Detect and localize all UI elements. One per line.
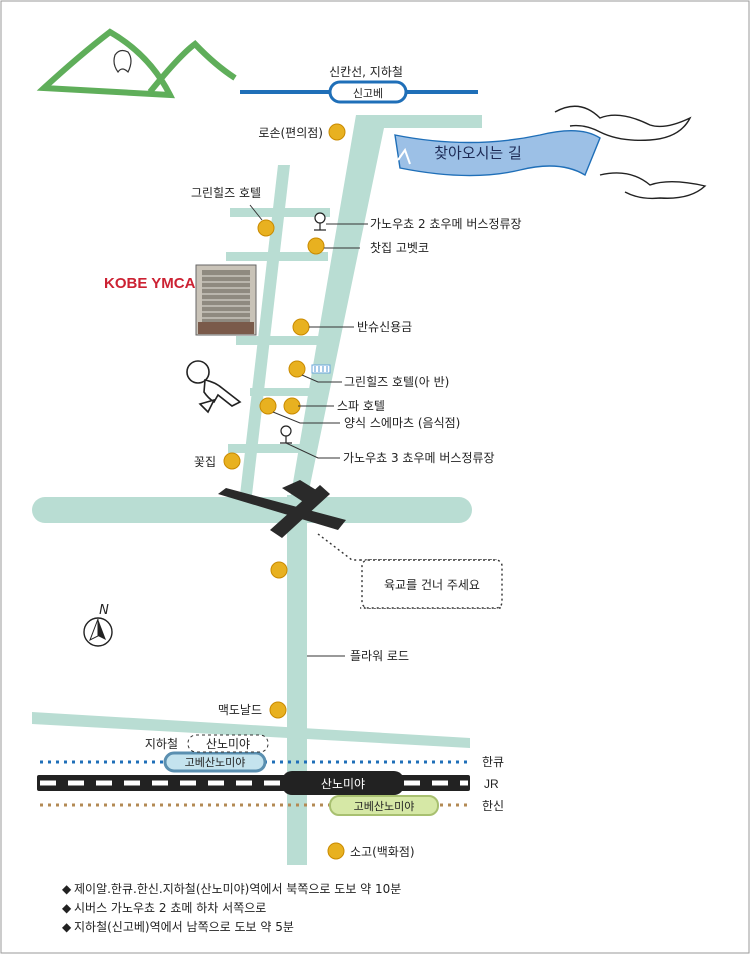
- pin-green-hills-hotel: [257, 219, 275, 237]
- label-spa-hotel: 스파 호텔: [337, 399, 385, 413]
- direction-item: ◆시버스 가노우쵸 2 쵸메 하차 서쪽으로: [62, 899, 266, 916]
- label-jr-station: 산노미야: [321, 777, 365, 791]
- walker-figure: [186, 360, 242, 414]
- label-sogo: 소고(백화점): [350, 845, 415, 859]
- rail-jr: [37, 771, 470, 795]
- jr-station: [282, 771, 404, 795]
- crosswalk: [311, 364, 331, 374]
- label-green-hills-annex: 그린힐즈 호텔(아 반): [344, 375, 449, 389]
- bus-stop-2-icon: [314, 212, 326, 231]
- street-5: [228, 444, 310, 453]
- pin-tea-house: [307, 237, 325, 255]
- shin-kobe-station: [328, 80, 408, 104]
- direction-text: 지하철(신고베)역에서 남쪽으로 도보 약 5분: [74, 920, 294, 934]
- seagull-1: [554, 105, 692, 142]
- pin-green-hills-annex: [288, 360, 306, 378]
- pin-sogo: [327, 842, 345, 860]
- subway-station-box: [187, 734, 269, 753]
- label-banshu-bank: 반슈신용금: [357, 320, 412, 334]
- road-west-parallel: [240, 165, 290, 495]
- street-3: [236, 336, 318, 345]
- label-tea-house: 찻집 고벳코: [370, 241, 429, 255]
- pin-mcdonalds: [269, 701, 287, 719]
- bus-stop-3-icon: [280, 425, 292, 444]
- rail-hanshin: [40, 795, 470, 816]
- north-compass: [83, 617, 113, 647]
- pin-banshu-bank: [292, 318, 310, 336]
- compass-north-label: N: [99, 603, 109, 618]
- street-1: [230, 208, 330, 217]
- label-bus-stop-3: 가노우쵸 3 쵸우메 버스정류장: [343, 451, 495, 465]
- hankyu-station: [163, 751, 267, 773]
- direction-item: ◆지하철(신고베)역에서 남쪽으로 도보 약 5분: [62, 918, 294, 935]
- diamond-bullet-icon: ◆: [62, 882, 72, 896]
- label-bus-stop-2: 가노우쵸 2 쵸우메 버스정류장: [370, 217, 522, 231]
- label-hanshin-line: 한신: [482, 799, 504, 813]
- label-flower-road: 플라워 로드: [350, 649, 409, 663]
- hanshin-station: [329, 795, 439, 816]
- street-4: [250, 388, 310, 396]
- ymca-building-photo: [195, 264, 257, 336]
- direction-item: ◆제이알.한큐.한신.지하철(산노미야)역에서 북쪽으로 도보 약 10분: [62, 880, 401, 897]
- callout-text: 육교를 건너 주세요: [384, 578, 480, 592]
- brand-logo: KOBE YMCA: [104, 275, 196, 292]
- roads: [32, 115, 482, 865]
- top-station-label: 신고베: [353, 87, 383, 100]
- label-hanshin-station: 고베산노미야: [354, 800, 415, 813]
- hills-illustration: [36, 28, 237, 99]
- road-lower-diagonal: [32, 712, 470, 748]
- banner-title: 찾아오시는 길: [434, 144, 522, 162]
- label-green-hills-hotel: 그린힐즈 호텔: [191, 186, 261, 200]
- leader-lines: [249, 204, 368, 657]
- pedestrian-bridge: [218, 480, 346, 538]
- seagull-2: [599, 172, 707, 200]
- label-subway-station: 산노미야: [206, 737, 250, 751]
- label-subway: 지하철: [145, 737, 178, 751]
- diamond-bullet-icon: ◆: [62, 901, 72, 915]
- diamond-bullet-icon: ◆: [62, 920, 72, 934]
- label-western-food: 양식 스에마츠 (음식점): [344, 416, 460, 430]
- pin-western-food: [283, 397, 301, 415]
- pin-spa-hotel: [259, 397, 277, 415]
- top-line-label: 신칸선, 지하철: [329, 65, 403, 79]
- road-main-south: [287, 495, 307, 865]
- pin-lawson: [328, 123, 346, 141]
- direction-text: 제이알.한큐.한신.지하철(산노미야)역에서 북쪽으로 도보 약 10분: [74, 882, 402, 896]
- direction-text: 시버스 가노우쵸 2 쵸메 하차 서쪽으로: [74, 901, 267, 915]
- label-jr-line: JR: [484, 777, 499, 791]
- label-flower-shop: 꽃집: [194, 455, 216, 469]
- shinkansen-line: [240, 80, 478, 104]
- road-east-west: [32, 497, 472, 523]
- banner: [394, 130, 601, 177]
- callout-box: [361, 559, 503, 609]
- label-hankyu-line: 한큐: [482, 755, 504, 769]
- seagulls: [554, 105, 707, 200]
- pin-flower-shop: [223, 452, 241, 470]
- rail-hankyu: [40, 751, 470, 773]
- crosswalk-stripes: [314, 366, 328, 372]
- pin-unlabeled: [270, 561, 288, 579]
- label-lawson: 로손(편의점): [258, 126, 323, 140]
- label-mcdonalds: 맥도날드: [218, 703, 262, 717]
- label-hankyu-station: 고베산노미야: [185, 756, 246, 769]
- street-2: [226, 252, 328, 261]
- road-main-north: [290, 115, 482, 500]
